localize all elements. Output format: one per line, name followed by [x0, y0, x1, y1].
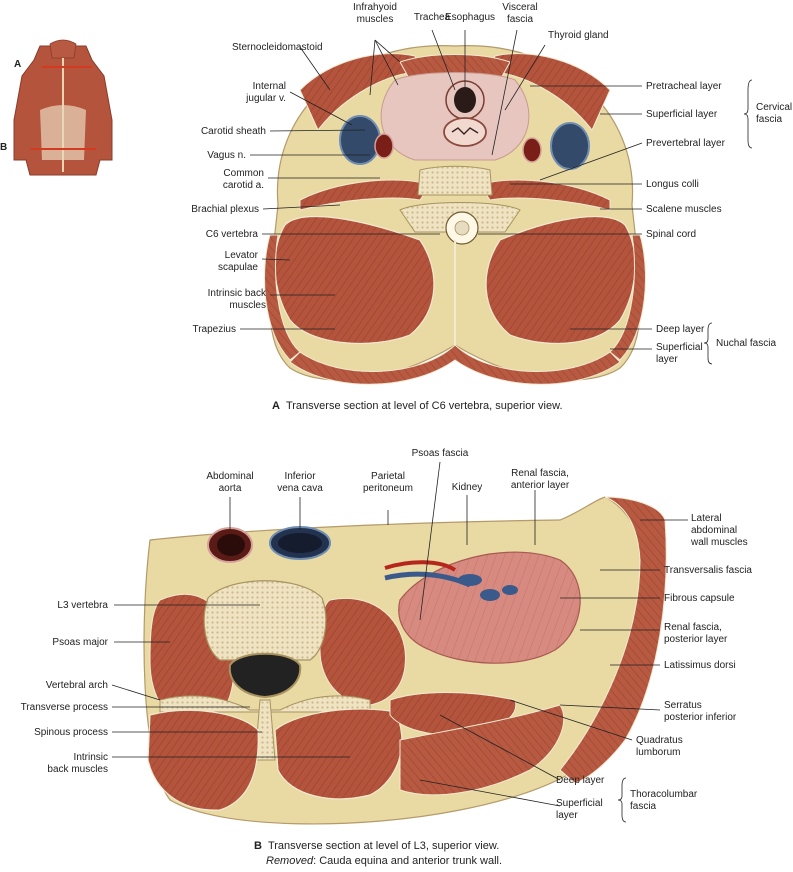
label-cca-2: carotid a. [223, 180, 264, 191]
label-prevertebral: Prevertebral layer [646, 138, 726, 149]
label-intrinsic-b-1: Intrinsic [74, 752, 108, 763]
label-vert-arch: Vertebral arch [46, 680, 108, 691]
label-thoraco-2: fascia [630, 801, 657, 812]
label-serratus-1: Serratus [664, 700, 702, 711]
neck-section [264, 45, 646, 385]
l3-vertebral-body [203, 580, 327, 661]
label-transverse: Transverse process [21, 702, 108, 713]
transverse-process [159, 695, 371, 713]
label-renal-ant-1: Renal fascia, [511, 468, 569, 479]
label-cca-1: Common [223, 168, 264, 179]
label-ivc-2: vena cava [277, 483, 323, 494]
figure-a-leader-lines [240, 29, 753, 365]
internal-jugular-vein-left [339, 115, 381, 165]
label-c6: C6 vertebra [206, 229, 259, 240]
label-brachial: Brachial plexus [191, 204, 259, 215]
label-lat-abd-2: abdominal [691, 525, 737, 536]
label-deep-layer-a: Deep layer [656, 324, 705, 335]
label-spinous: Spinous process [34, 727, 108, 738]
label-ijv-2: jugular v. [245, 93, 286, 104]
lumbar-section [143, 496, 667, 825]
label-fibrous: Fibrous capsule [664, 593, 735, 604]
thumb-label-b: B [0, 142, 7, 153]
label-intrinsic-1: Intrinsic back [208, 288, 267, 299]
internal-jugular-vein-right [550, 122, 590, 170]
label-levator-1: Levator [225, 250, 259, 261]
label-vagus: Vagus n. [207, 150, 246, 161]
label-pretracheal: Pretracheal layer [646, 81, 722, 92]
label-scm: Sternocleidomastoid [232, 42, 323, 53]
c6-vertebral-body [417, 165, 493, 196]
label-serratus-2: posterior inferior [664, 712, 737, 723]
label-deep-layer-b: Deep layer [556, 775, 605, 786]
label-lat-abd-1: Lateral [691, 513, 722, 524]
label-superficial: Superficial layer [646, 109, 718, 120]
latissimus-dorsi [399, 704, 565, 796]
label-quadratus-1: Quadratus [636, 735, 683, 746]
common-carotid-left [374, 133, 394, 159]
label-spinal-cord: Spinal cord [646, 229, 696, 240]
label-intrinsic-2: muscles [229, 300, 266, 311]
label-cervical-2: fascia [756, 114, 783, 125]
label-latissimus: Latissimus dorsi [664, 660, 736, 671]
label-renal-post-2: posterior layer [664, 634, 728, 645]
label-aorta-1: Abdominal [206, 471, 253, 482]
trachea [443, 117, 487, 147]
label-l3: L3 vertebra [57, 600, 108, 611]
label-parietal-2: peritoneum [363, 483, 413, 494]
label-sup-layer-a-1: Superficial [656, 342, 703, 353]
label-psoas-fascia: Psoas fascia [412, 448, 469, 459]
label-sup-layer-a-2: layer [656, 354, 678, 365]
label-lat-abd-3: wall muscles [690, 537, 748, 548]
label-scalene: Scalene muscles [646, 204, 722, 215]
label-psoas-major: Psoas major [52, 637, 108, 648]
trapezius [289, 344, 621, 385]
label-longus: Longus colli [646, 179, 699, 190]
label-quadratus-2: lumborum [636, 747, 680, 758]
label-esophagus: Esophagus [445, 12, 495, 23]
label-levator-2: scapulae [218, 262, 258, 273]
esophagus-lumen [454, 87, 476, 113]
label-thyroid: Thyroid gland [548, 30, 609, 41]
kidney [398, 551, 581, 664]
label-carotid-sheath: Carotid sheath [201, 126, 266, 137]
label-trachea: Trachea [414, 12, 451, 23]
figure-b-leader-lines [111, 461, 688, 823]
label-renal-post-1: Renal fascia, [664, 622, 722, 633]
label-ijv-1: Internal [253, 81, 286, 92]
intrinsic-back-muscles-right-b [274, 708, 403, 800]
label-infrahyoid-1: Infrahyoid [353, 2, 397, 13]
label-aorta-2: aorta [219, 483, 242, 494]
label-sup-layer-b-1: Superficial [556, 798, 603, 809]
label-renal-ant-2: anterior layer [511, 480, 570, 491]
label-parietal-1: Parietal [371, 471, 405, 482]
label-visceral-1: Visceral [502, 2, 537, 13]
label-intrinsic-b-2: back muscles [47, 764, 108, 775]
figure-b-labels: Psoas fascia Abdominal aorta Inferior ve… [21, 448, 753, 821]
label-thoraco-1: Thoracolumbar [630, 789, 698, 800]
label-transversalis: Transversalis fascia [664, 565, 752, 576]
label-infrahyoid-2: muscles [357, 14, 394, 25]
intrinsic-back-muscles-right [485, 216, 636, 344]
label-ivc-1: Inferior [284, 471, 316, 482]
thumb-label-a: A [14, 59, 21, 70]
label-nuchal: Nuchal fascia [716, 338, 776, 349]
back-thumbnail [13, 39, 113, 176]
intrinsic-back-muscles-left-b [147, 709, 259, 811]
label-trapezius: Trapezius [192, 324, 236, 335]
common-carotid-right [522, 137, 542, 163]
label-sup-layer-b-2: layer [556, 810, 578, 821]
label-kidney: Kidney [452, 482, 483, 493]
label-visceral-2: fascia [507, 14, 534, 25]
caption-b-removed: Removed: Cauda equina and anterior trunk… [266, 855, 502, 867]
figure-a-labels: Infrahyoid muscles Trachea Esophagus Vis… [191, 2, 792, 365]
vertebral-canal [228, 652, 302, 699]
label-cervical-1: Cervical [756, 102, 792, 113]
